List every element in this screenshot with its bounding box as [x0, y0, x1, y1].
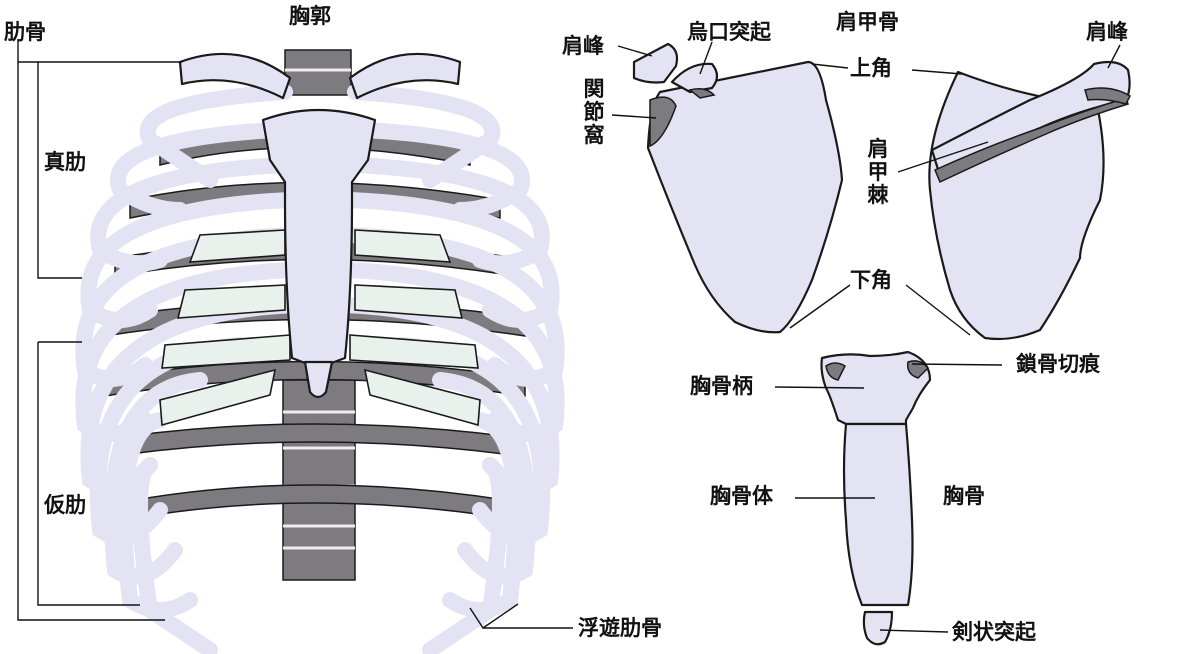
right-costal-cartilage-4 — [363, 368, 481, 427]
label-true-rib: 真肋 — [44, 150, 86, 174]
sternum-isolated — [820, 350, 932, 646]
right-ribs — [337, 84, 565, 654]
right-costal-cartilage-2 — [354, 284, 464, 319]
rib-cage — [75, 49, 565, 654]
label-false-rib: 仮肋 — [44, 493, 86, 517]
label-superior-angle: 上角 — [850, 56, 892, 80]
label-acromion-left: 肩峰 — [562, 34, 604, 58]
left-rib-11 — [132, 457, 218, 654]
right-rib-2 — [357, 122, 530, 218]
label-spine-of-scapula: 肩甲棘 — [867, 137, 889, 207]
label-scapula: 肩甲骨 — [836, 10, 899, 34]
label-floating-rib: 浮遊肋骨 — [578, 616, 662, 640]
left-rib-1 — [139, 84, 293, 188]
scapula-posterior — [928, 60, 1131, 341]
label-acromion-right: 肩峰 — [1086, 20, 1128, 44]
label-sternum: 胸骨 — [943, 484, 985, 508]
left-first-rib — [178, 52, 292, 100]
right-costal-cartilage-1 — [354, 229, 452, 263]
thorax-xiphoid — [303, 360, 334, 399]
label-sternum-body: 胸骨体 — [710, 484, 773, 508]
right-rib-6 — [340, 262, 565, 442]
vertebral-column — [282, 49, 356, 581]
label-xiphoid: 剣状突起 — [952, 620, 1036, 644]
left-costal-cartilage-3 — [161, 334, 291, 369]
right-rib-11 — [422, 457, 508, 654]
label-manubrium: 胸骨柄 — [690, 374, 753, 398]
label-clavicular-notch: 鎖骨切痕 — [1016, 352, 1100, 376]
right-first-rib — [348, 52, 462, 100]
label-glenoid: 関節窩 — [583, 77, 605, 147]
label-rib: 肋骨 — [4, 20, 46, 44]
left-costal-cartilage-2 — [176, 284, 286, 319]
left-rib-6 — [75, 262, 300, 442]
label-inferior-angle: 下角 — [850, 268, 892, 292]
leader-lines — [17, 40, 1121, 633]
left-costal-cartilage-4 — [159, 368, 277, 427]
left-ribs — [75, 84, 303, 654]
thorax-sternum — [261, 108, 377, 370]
right-rib-10 — [442, 412, 524, 618]
left-rib-10 — [116, 412, 198, 618]
label-thorax: 胸郭 — [289, 4, 331, 28]
right-rib-1 — [347, 84, 501, 188]
label-coracoid: 烏口突起 — [687, 20, 771, 44]
left-rib-2 — [110, 122, 283, 218]
right-costal-cartilage-3 — [349, 334, 479, 369]
scapula-anterior — [632, 42, 844, 334]
